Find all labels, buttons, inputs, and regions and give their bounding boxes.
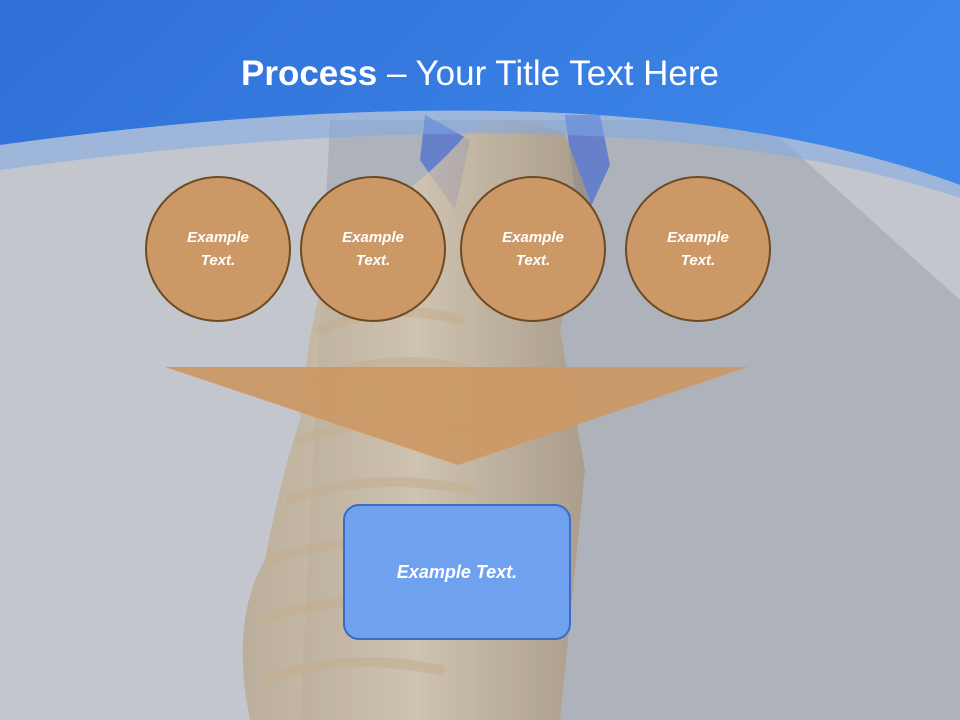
process-step-1[interactable]: Example Text.: [145, 176, 291, 322]
step-3-text: Example Text.: [502, 229, 564, 269]
result-box[interactable]: Example Text.: [343, 504, 571, 640]
process-step-2[interactable]: Example Text.: [300, 176, 446, 322]
step-2-text: Example Text.: [342, 229, 404, 269]
step-4-text: Example Text.: [667, 229, 729, 269]
process-step-3[interactable]: Example Text.: [460, 176, 606, 322]
header-band: [0, 0, 960, 185]
title-bold: Process: [241, 54, 378, 93]
title-rest: – Your Title Text Here: [377, 54, 719, 93]
step-1-text: Example Text.: [187, 229, 249, 269]
page-title: Process – Your Title Text Here: [0, 52, 960, 96]
result-text: Example Text.: [396, 561, 518, 582]
funnel-arrow: [165, 367, 748, 465]
process-step-4[interactable]: Example Text.: [625, 176, 771, 322]
header-swoosh: [0, 110, 960, 198]
